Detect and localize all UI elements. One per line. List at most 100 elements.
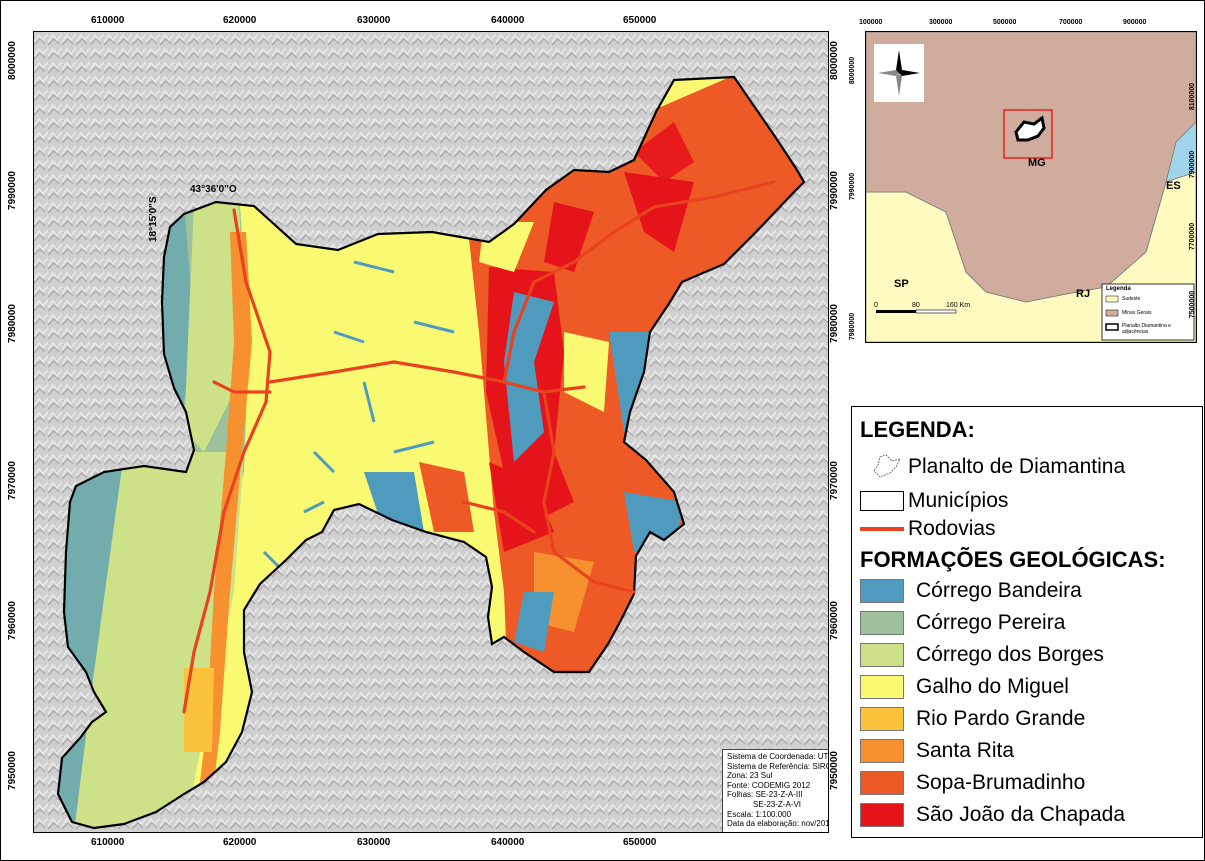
credit-line: Folhas: SE-23-Z-A-III xyxy=(727,790,803,800)
inset-legend-title: Legenda xyxy=(1106,286,1131,292)
scale-bar xyxy=(876,309,957,314)
y-tick-left: 7960000 xyxy=(6,601,18,640)
legend-label: Municípios xyxy=(908,489,1009,512)
formation-label: Rio Pardo Grande xyxy=(916,707,1086,730)
formation-label: Sopa-Brumadinho xyxy=(916,771,1086,794)
credit-line: Fonte: CODEMIG 2012 xyxy=(727,780,811,790)
roads xyxy=(182,180,776,714)
legend-item-formation: São João da Chapada xyxy=(860,801,1125,829)
scale-label: 80 xyxy=(912,302,920,309)
credit-line: Data da elaboração: nov/2018. xyxy=(727,819,829,829)
x-tick-top: 650000 xyxy=(623,15,657,26)
formation-label: Galho do Miguel xyxy=(916,675,1069,698)
inset-canvas xyxy=(866,32,1196,342)
y-tick-right: 7950000 xyxy=(828,751,840,790)
inset-y-tick-right: 8100000 xyxy=(1189,82,1197,111)
x-tick-top: 630000 xyxy=(357,15,391,26)
inset-x-tick: 300000 xyxy=(929,19,953,26)
road-line-icon xyxy=(860,527,904,531)
inset-y-tick-right: 7700000 xyxy=(1189,222,1197,251)
x-tick-top: 620000 xyxy=(223,15,257,26)
inset-legend-item: Sudeste xyxy=(1122,296,1141,302)
inset-y-tick-right: 7900000 xyxy=(1189,150,1197,179)
inset-x-tick: 700000 xyxy=(1059,19,1083,26)
x-tick-bottom: 630000 xyxy=(357,837,391,848)
formation-swatch xyxy=(860,611,904,635)
y-tick-left: 7990000 xyxy=(6,171,18,210)
legend-title: LEGENDA: xyxy=(860,417,975,442)
study-area-outline xyxy=(56,75,806,830)
legend-item-rodovias: Rodovias xyxy=(860,515,996,543)
legend-item-formation: Rio Pardo Grande xyxy=(860,705,1085,733)
main-map-canvas: 43°36'0"O 18°15'0"S xyxy=(34,32,828,832)
legend-item-formation: Galho do Miguel xyxy=(860,673,1069,701)
state-label-sp: SP xyxy=(894,278,909,290)
credit-line: Escala: 1:100.000 xyxy=(727,809,792,819)
legend-item-formation: Sopa-Brumadinho xyxy=(860,769,1085,797)
formation-label: Córrego Bandeira xyxy=(916,579,1082,602)
map-legend: LEGENDA: Planalto de Diamantina Municípi… xyxy=(851,406,1203,838)
x-tick-top: 610000 xyxy=(91,15,125,26)
y-tick-right: 8000000 xyxy=(828,41,840,80)
legend-item-formation: Santa Rita xyxy=(860,737,1014,765)
scale-label: 160 Km xyxy=(946,302,971,309)
formation-swatch xyxy=(860,675,904,699)
legend-item-formation: Córrego Bandeira xyxy=(860,577,1082,605)
main-map: 43°36'0"O 18°15'0"S Sistema de Coordenad… xyxy=(33,31,829,833)
x-tick-top: 640000 xyxy=(491,15,525,26)
legend-item-planalto: Planalto de Diamantina xyxy=(860,453,1125,481)
formation-swatch xyxy=(860,771,904,795)
y-tick-right: 7990000 xyxy=(828,171,840,210)
inset-y-tick: 8000000 xyxy=(849,56,857,85)
study-area-highlight xyxy=(1003,109,1053,159)
state-label-mg: MG xyxy=(1028,157,1046,169)
credit-line: Sistema de Coordenada: UTM xyxy=(727,752,829,761)
x-tick-bottom: 640000 xyxy=(491,837,525,848)
inset-y-tick: 7980000 xyxy=(849,312,857,341)
scale-label: 0 xyxy=(874,302,878,309)
y-tick-left: 7980000 xyxy=(6,304,18,343)
planalto-outline-icon xyxy=(873,454,901,478)
y-tick-right: 7980000 xyxy=(828,304,840,343)
y-tick-right: 7960000 xyxy=(828,601,840,640)
municipio-boundary-icon xyxy=(860,491,904,511)
inset-x-tick: 100000 xyxy=(859,19,883,26)
formation-label: Córrego Pereira xyxy=(916,611,1066,634)
formation-label: Córrego dos Borges xyxy=(916,643,1104,666)
legend-label: Rodovias xyxy=(908,517,996,540)
y-tick-left: 7970000 xyxy=(6,461,18,500)
formations-title: FORMAÇÕES GEOLÓGICAS: xyxy=(860,547,1166,572)
legend-item-municipios: Municípios xyxy=(860,487,1008,515)
y-tick-left: 8000000 xyxy=(6,41,18,80)
inset-x-tick: 500000 xyxy=(993,19,1017,26)
inset-y-tick-right: 7500000 xyxy=(1189,290,1197,319)
formation-swatch xyxy=(860,803,904,827)
formation-swatch xyxy=(860,579,904,603)
formation-swatch xyxy=(860,739,904,763)
inset-y-tick: 7990000 xyxy=(849,172,857,201)
inset-legend-item: Planalto Diamantina e adjacências xyxy=(1122,323,1171,335)
inset-legend-item: Minas Gerais xyxy=(1122,310,1152,316)
lon-label: 43°36'0"O xyxy=(190,184,237,195)
inset-x-tick: 900000 xyxy=(1123,19,1147,26)
formation-label: São João da Chapada xyxy=(916,803,1126,826)
x-tick-bottom: 650000 xyxy=(623,837,657,848)
credit-line: Sistema de Referência: SIRGAS 2000 xyxy=(727,761,828,771)
legend-item-formation: Córrego dos Borges xyxy=(860,641,1104,669)
formation-swatch xyxy=(860,643,904,667)
credit-line: Zona: 23 Sul xyxy=(727,771,773,781)
legend-item-formation: Córrego Pereira xyxy=(860,609,1065,637)
inset-map: MG ES SP RJ 0 80 160 Km Legenda Sudeste … xyxy=(865,31,1197,343)
lat-label: 18°15'0"S xyxy=(148,196,159,242)
compass-rose-icon xyxy=(874,44,924,102)
x-tick-bottom: 620000 xyxy=(223,837,257,848)
state-label-rj: RJ xyxy=(1076,288,1091,300)
state-label-es: ES xyxy=(1166,180,1181,192)
credit-line: SE-23-Z-A-VI xyxy=(753,799,802,809)
x-tick-bottom: 610000 xyxy=(91,837,125,848)
formation-swatch xyxy=(860,707,904,731)
y-tick-left: 7950000 xyxy=(6,751,18,790)
study-area-inset-shape xyxy=(1014,115,1046,142)
formation-label: Santa Rita xyxy=(916,739,1015,762)
